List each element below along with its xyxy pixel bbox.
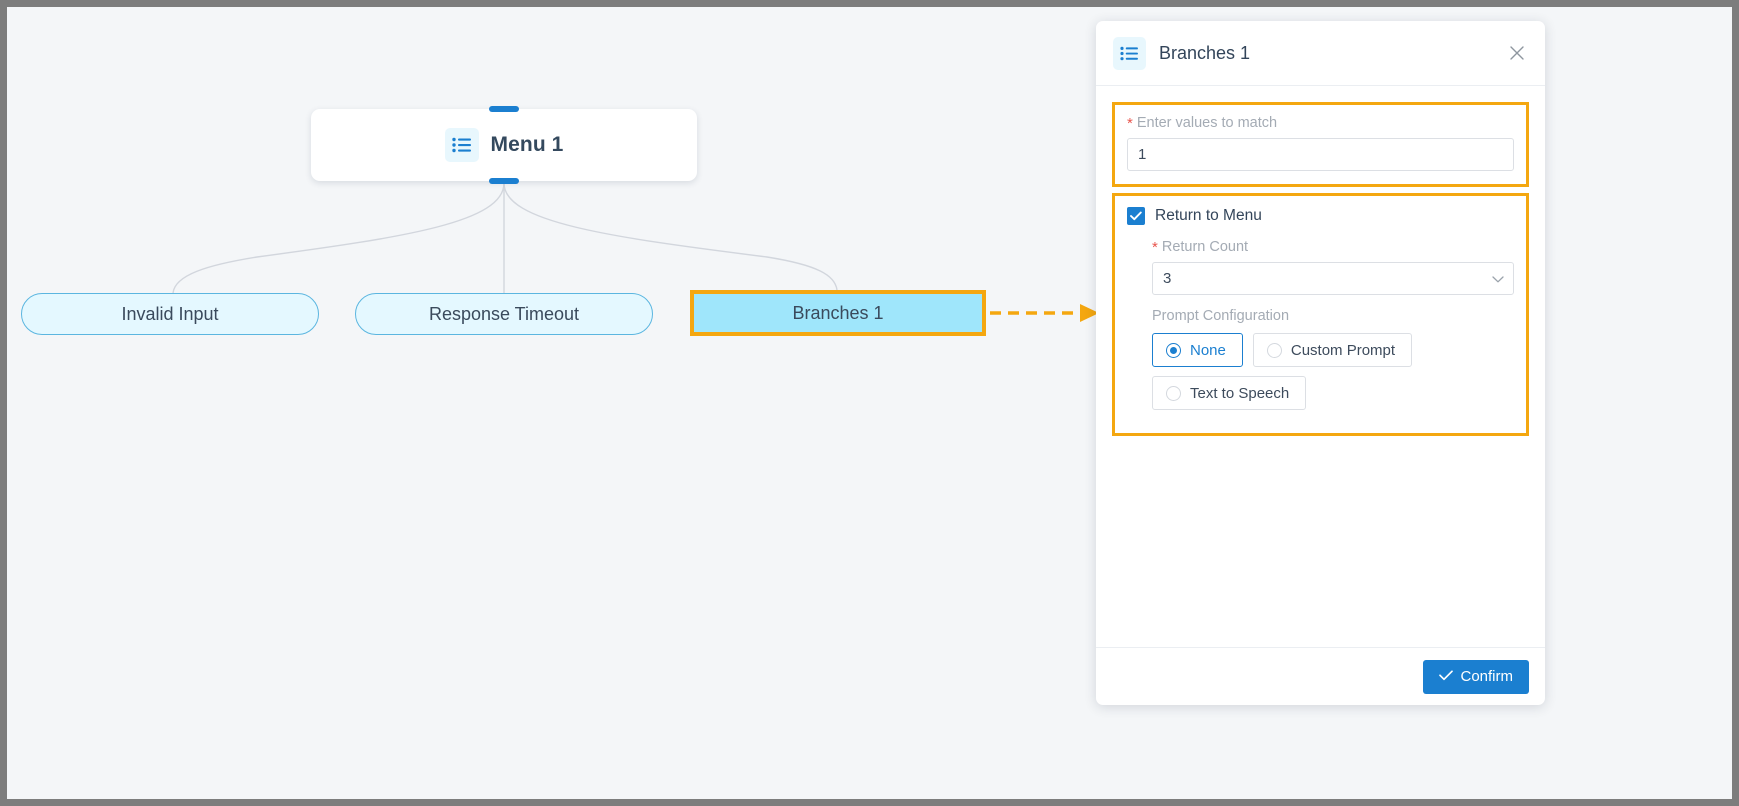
- return-count-label-text: Return Count: [1161, 239, 1249, 255]
- branch-node-label: Invalid Input: [121, 303, 219, 324]
- prompt-configuration-radio-row-1: None Custom Prompt: [1152, 333, 1514, 367]
- app-root: Menu 1 Invalid Input Response Timeout Br…: [7, 7, 1732, 799]
- node-handle-top[interactable]: [489, 106, 519, 112]
- menu-node[interactable]: Menu 1: [311, 106, 697, 184]
- radio-icon: [1266, 342, 1282, 358]
- match-values-group: * Enter values to match: [1112, 102, 1529, 187]
- radio-icon: [1166, 342, 1181, 358]
- branch-node-branches-1[interactable]: Branches 1: [690, 290, 986, 336]
- node-handle-bottom[interactable]: [489, 178, 519, 184]
- match-values-label-text: Enter values to match: [1136, 115, 1278, 131]
- properties-panel: Branches 1 * Enter values to match: [1096, 21, 1545, 705]
- return-count-label: * Return Count: [1152, 239, 1514, 255]
- prompt-configuration-radio-row-2: Text to Speech: [1152, 376, 1514, 410]
- panel-footer: Confirm: [1096, 647, 1545, 705]
- list-menu-icon: [1113, 36, 1146, 70]
- required-asterisk: *: [1127, 114, 1133, 132]
- return-to-menu-label: Return to Menu: [1155, 207, 1262, 224]
- branch-node-label: Branches 1: [792, 302, 884, 323]
- branch-node-invalid-input[interactable]: Invalid Input: [21, 293, 319, 335]
- panel-title: Branches 1: [1159, 42, 1251, 63]
- close-icon[interactable]: [1505, 41, 1529, 65]
- prompt-option-none[interactable]: None: [1152, 333, 1243, 367]
- return-count-value: 3: [1163, 270, 1172, 287]
- prompt-configuration-label: Prompt Configuration: [1152, 308, 1290, 324]
- check-icon: [1439, 668, 1454, 685]
- branch-node-label: Response Timeout: [428, 303, 580, 324]
- required-asterisk: *: [1152, 238, 1158, 256]
- prompt-option-custom-prompt[interactable]: Custom Prompt: [1252, 333, 1413, 367]
- panel-header: Branches 1: [1096, 21, 1545, 86]
- return-to-menu-checkbox[interactable]: [1127, 207, 1145, 225]
- return-to-menu-group: Return to Menu * Return Count 3: [1112, 193, 1529, 436]
- menu-node-title: Menu 1: [490, 133, 564, 156]
- branch-node-response-timeout[interactable]: Response Timeout: [355, 293, 653, 335]
- return-count-select[interactable]: 3: [1152, 262, 1514, 295]
- list-menu-icon: [444, 128, 479, 162]
- return-to-menu-checkbox-row[interactable]: Return to Menu: [1127, 207, 1514, 225]
- match-values-input[interactable]: [1127, 138, 1514, 171]
- match-values-label: * Enter values to match: [1127, 115, 1514, 131]
- return-to-menu-details: * Return Count 3 Prompt Configuration: [1152, 239, 1514, 410]
- confirm-button[interactable]: Confirm: [1423, 659, 1529, 694]
- chevron-down-icon: [1492, 270, 1504, 287]
- prompt-option-label: Text to Speech: [1190, 384, 1290, 402]
- prompt-option-text-to-speech[interactable]: Text to Speech: [1152, 376, 1307, 410]
- prompt-option-label: Custom Prompt: [1290, 341, 1396, 359]
- radio-icon: [1166, 385, 1181, 401]
- panel-body: * Enter values to match Return to Menu: [1096, 86, 1545, 647]
- confirm-button-label: Confirm: [1460, 668, 1513, 685]
- prompt-option-label: None: [1190, 341, 1226, 359]
